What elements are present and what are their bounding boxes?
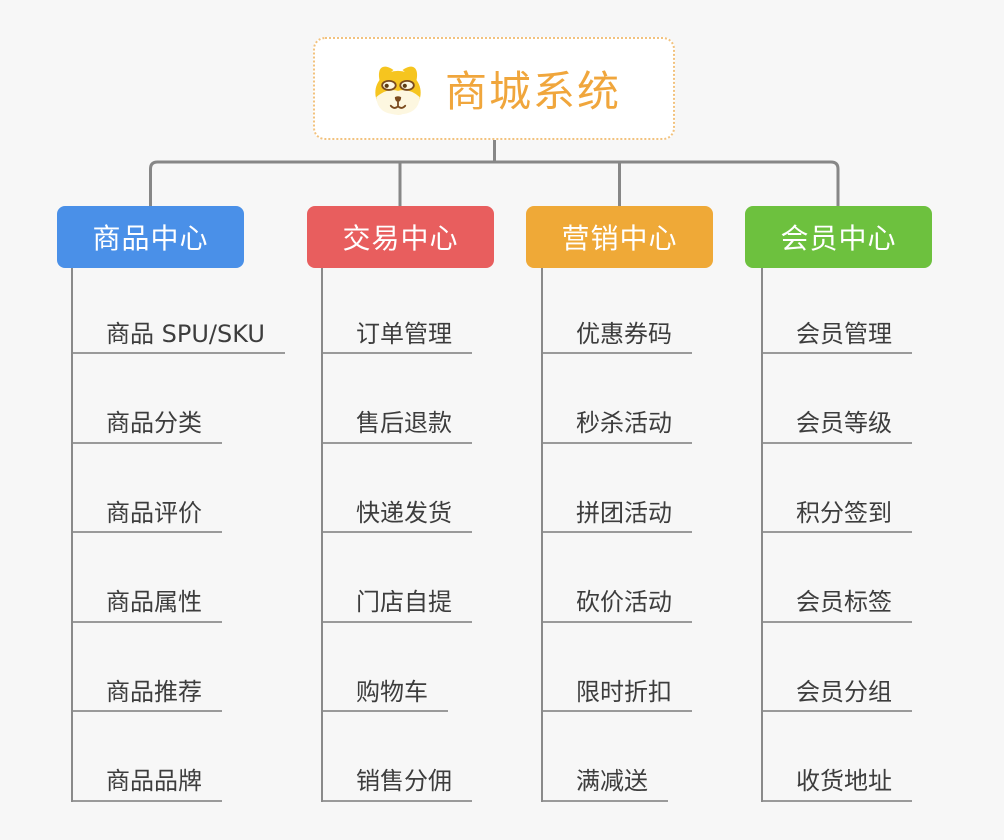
leaf-node[interactable]: 商品分类 xyxy=(73,354,222,444)
branch-node-trade-center[interactable]: 交易中心 xyxy=(307,206,494,268)
branch-children-member: 会员管理 会员等级 积分签到 会员标签 会员分组 收货地址 xyxy=(761,268,912,802)
leaf-node[interactable]: 限时折扣 xyxy=(543,623,692,712)
leaf-node[interactable]: 会员分组 xyxy=(763,623,912,712)
leaf-node[interactable]: 拼团活动 xyxy=(543,444,692,533)
dog-face-icon xyxy=(367,60,429,118)
branch-node-member-center[interactable]: 会员中心 xyxy=(745,206,932,268)
branch-children-marketing: 优惠券码 秒杀活动 拼团活动 砍价活动 限时折扣 满减送 xyxy=(541,268,692,802)
leaf-node[interactable]: 会员管理 xyxy=(763,268,912,354)
leaf-node[interactable]: 商品推荐 xyxy=(73,623,222,712)
leaf-node[interactable]: 售后退款 xyxy=(323,354,472,444)
leaf-node[interactable]: 优惠券码 xyxy=(543,268,692,354)
leaf-node[interactable]: 收货地址 xyxy=(763,712,912,802)
leaf-node[interactable]: 快递发货 xyxy=(323,444,472,533)
leaf-node[interactable]: 购物车 xyxy=(323,623,448,712)
root-title: 商城系统 xyxy=(444,67,621,116)
leaf-node[interactable]: 商品属性 xyxy=(73,533,222,623)
branch-node-product-center[interactable]: 商品中心 xyxy=(57,206,244,268)
leaf-node[interactable]: 商品品牌 xyxy=(73,712,222,802)
branch-children-trade: 订单管理 售后退款 快递发货 门店自提 购物车 销售分佣 xyxy=(321,268,472,802)
leaf-node[interactable]: 砍价活动 xyxy=(543,533,692,623)
leaf-node[interactable]: 会员标签 xyxy=(763,533,912,623)
branch-children-product: 商品 SPU/SKU 商品分类 商品评价 商品属性 商品推荐 商品品牌 xyxy=(71,268,285,802)
root-node[interactable]: 商城系统 xyxy=(313,37,675,140)
leaf-node[interactable]: 商品 SPU/SKU xyxy=(73,268,285,354)
leaf-node[interactable]: 订单管理 xyxy=(323,268,472,354)
leaf-node[interactable]: 秒杀活动 xyxy=(543,354,692,444)
leaf-node[interactable]: 积分签到 xyxy=(763,444,912,533)
branch-node-marketing-center[interactable]: 营销中心 xyxy=(526,206,713,268)
leaf-node[interactable]: 满减送 xyxy=(543,712,668,802)
leaf-node[interactable]: 门店自提 xyxy=(323,533,472,623)
leaf-node[interactable]: 销售分佣 xyxy=(323,712,472,802)
leaf-node[interactable]: 商品评价 xyxy=(73,444,222,533)
leaf-node[interactable]: 会员等级 xyxy=(763,354,912,444)
